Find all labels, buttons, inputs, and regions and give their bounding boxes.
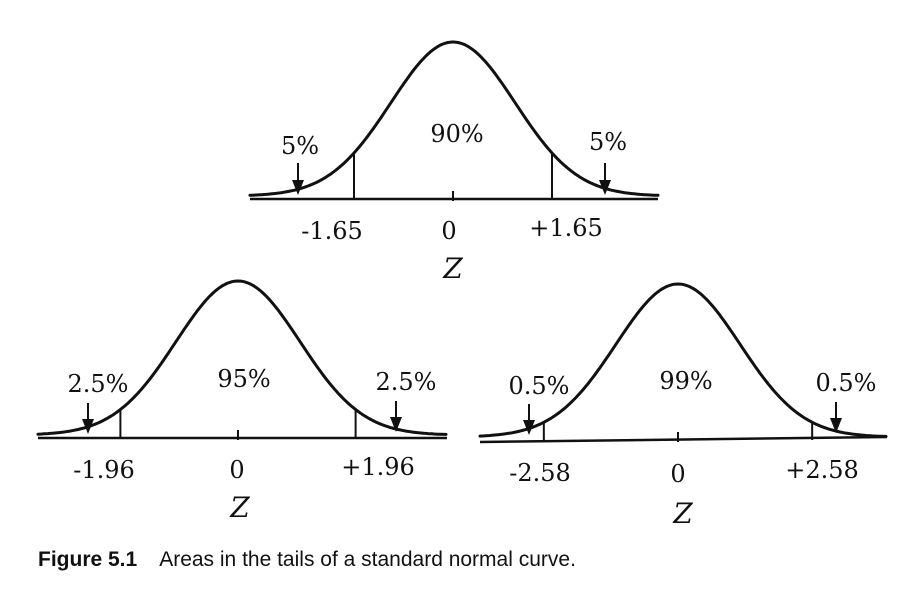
- left-z-label: -1.96: [73, 456, 135, 484]
- right-z-label: +1.96: [341, 453, 415, 481]
- center-area-label: 95%: [217, 365, 270, 393]
- left-tail-label: 0.5%: [509, 372, 570, 400]
- center-area-label: 99%: [659, 367, 712, 395]
- right-tail-arrow: [390, 401, 402, 432]
- panel-90-percent: 90% 5% 5% -1.65 0 +1.65 Z: [248, 40, 660, 285]
- figure-caption: Figure 5.1 Areas in the tails of a standa…: [38, 548, 576, 572]
- left-tail-arrow: [292, 163, 304, 195]
- figure-number: Figure 5.1: [38, 548, 138, 571]
- z-axis-label: Z: [229, 491, 250, 524]
- panel-95-percent: 95% 2.5% 2.5% -1.96 0 +1.96 Z: [36, 279, 448, 524]
- left-tail-arrow: [82, 403, 94, 434]
- zero-label: 0: [441, 217, 456, 245]
- left-tail-label: 5%: [281, 132, 319, 160]
- panel-99-percent: 99% 0.5% 0.5% -2.58 0 +2.58 Z: [478, 282, 888, 530]
- left-z-label: -1.65: [301, 217, 363, 245]
- right-tail-label: 0.5%: [816, 369, 877, 397]
- right-tail-label: 5%: [589, 128, 627, 156]
- right-tail-arrow: [599, 163, 611, 195]
- right-tail-arrow: [830, 402, 842, 433]
- right-tail-label: 2.5%: [376, 368, 437, 396]
- left-tail-arrow: [523, 404, 535, 435]
- z-axis-line: [479, 435, 888, 444]
- normal-curves-diagram: 90% 5% 5% -1.65 0 +1.65 Z 95% 2.5%: [36, 40, 888, 530]
- normal-curve: [248, 40, 660, 197]
- normal-curve: [478, 282, 888, 438]
- zero-label: 0: [670, 460, 685, 488]
- normal-curve: [36, 279, 448, 436]
- center-area-label: 90%: [430, 120, 483, 148]
- z-axis-label: Z: [672, 497, 693, 530]
- zero-label: 0: [229, 456, 244, 484]
- caption-text: Areas in the tails of a standard normal …: [159, 548, 576, 571]
- z-axis-label: Z: [442, 252, 463, 285]
- left-z-label: -2.58: [509, 459, 571, 487]
- left-tail-label: 2.5%: [68, 370, 129, 398]
- right-z-label: +2.58: [785, 456, 859, 484]
- right-z-label: +1.65: [529, 214, 603, 242]
